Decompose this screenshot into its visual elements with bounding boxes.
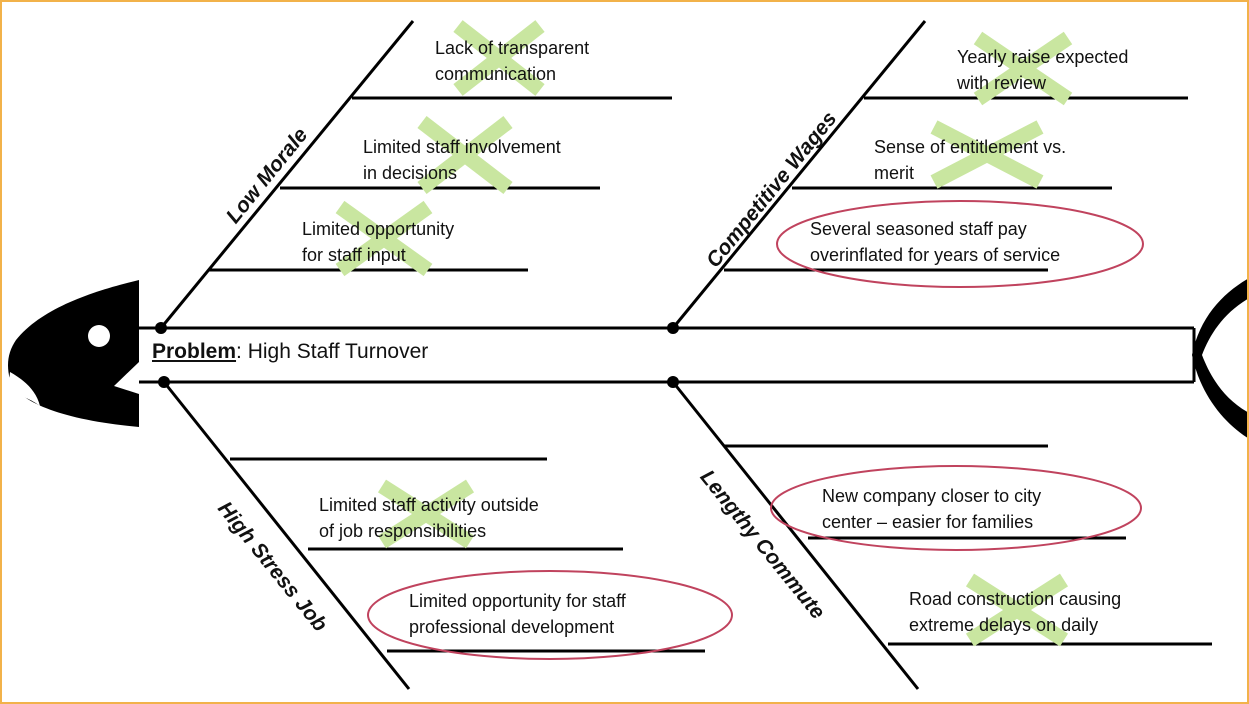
cause-line: merit bbox=[874, 163, 914, 183]
problem-separator: : bbox=[236, 340, 248, 363]
cause-line: overinflated for years of service bbox=[810, 245, 1061, 265]
ruled-out-x-mark bbox=[377, 479, 475, 549]
problem-text: High Staff Turnover bbox=[247, 340, 429, 363]
cause-line: for staff input bbox=[302, 245, 406, 265]
cause-line: Several seasoned staff pay bbox=[810, 219, 1027, 239]
cause-line: center – easier for families bbox=[822, 512, 1034, 532]
ruled-out-x-mark bbox=[453, 20, 545, 96]
bone-lengthy-commute bbox=[671, 381, 920, 690]
ruled-out-x-mark bbox=[965, 573, 1069, 647]
cause-text: Limited opportunity for staff input bbox=[302, 216, 454, 268]
cause-text: Limited staff activity outside of job re… bbox=[319, 492, 539, 544]
cause-line: Limited opportunity for staff bbox=[409, 591, 626, 611]
ruled-out-x-mark bbox=[973, 31, 1073, 106]
junction-dot bbox=[155, 322, 167, 334]
fish-eye bbox=[88, 325, 110, 347]
ruled-out-x-mark bbox=[335, 200, 433, 277]
cause-text: New company closer to city center – easi… bbox=[822, 483, 1041, 535]
junction-dot bbox=[667, 322, 679, 334]
cause-line: Road construction causing bbox=[909, 589, 1122, 609]
fish-jaw bbox=[114, 362, 139, 394]
problem-label: Problem bbox=[152, 340, 237, 363]
cause-line: professional development bbox=[409, 617, 615, 637]
ruled-out-marks bbox=[335, 20, 1073, 647]
junction-dot bbox=[667, 376, 679, 388]
ruled-out-x-mark bbox=[930, 120, 1044, 189]
fish-tail bbox=[1192, 279, 1247, 438]
ruled-out-x-mark bbox=[417, 116, 513, 194]
cause-line: in decisions bbox=[363, 163, 458, 183]
root-cause-circles bbox=[367, 200, 1144, 660]
cause-line: communication bbox=[435, 64, 557, 84]
cause-line: Lack of transparent bbox=[435, 38, 590, 58]
root-cause-circle bbox=[367, 570, 733, 660]
bone-high-stress-job bbox=[162, 381, 411, 690]
cause-text: Road construction causing extreme delays… bbox=[909, 586, 1121, 638]
cause-text: Lack of transparent communication bbox=[435, 35, 589, 87]
fish-mouth bbox=[8, 372, 40, 406]
bone-low-morale bbox=[159, 20, 415, 329]
cause-line: of job responsibilities bbox=[319, 521, 487, 541]
cause-line: Yearly raise expected bbox=[957, 47, 1129, 67]
root-cause-circle bbox=[776, 200, 1144, 288]
cause-text: Sense of entitlement vs. merit bbox=[874, 134, 1066, 186]
cause-text: Limited opportunity for staff profession… bbox=[409, 588, 626, 640]
cause-line: Limited staff involvement bbox=[363, 137, 561, 157]
cause-line: Limited opportunity bbox=[302, 219, 455, 239]
cause-line: New company closer to city bbox=[822, 486, 1042, 506]
fish-head bbox=[8, 280, 139, 427]
bone-competitive-wages bbox=[671, 20, 927, 329]
cause-line: Limited staff activity outside bbox=[319, 495, 539, 515]
cause-text: Yearly raise expected with review bbox=[957, 44, 1128, 96]
cause-line: Sense of entitlement vs. bbox=[874, 137, 1067, 157]
cause-line: extreme delays on daily bbox=[909, 615, 1099, 635]
cause-line: with review bbox=[957, 73, 1047, 93]
root-cause-circle bbox=[770, 465, 1142, 551]
problem-statement: Problem: High Staff Turnover bbox=[152, 340, 428, 364]
cause-text: Limited staff involvement in decisions bbox=[363, 134, 561, 186]
cause-text: Several seasoned staff pay overinflated … bbox=[810, 216, 1060, 268]
junction-dot bbox=[158, 376, 170, 388]
